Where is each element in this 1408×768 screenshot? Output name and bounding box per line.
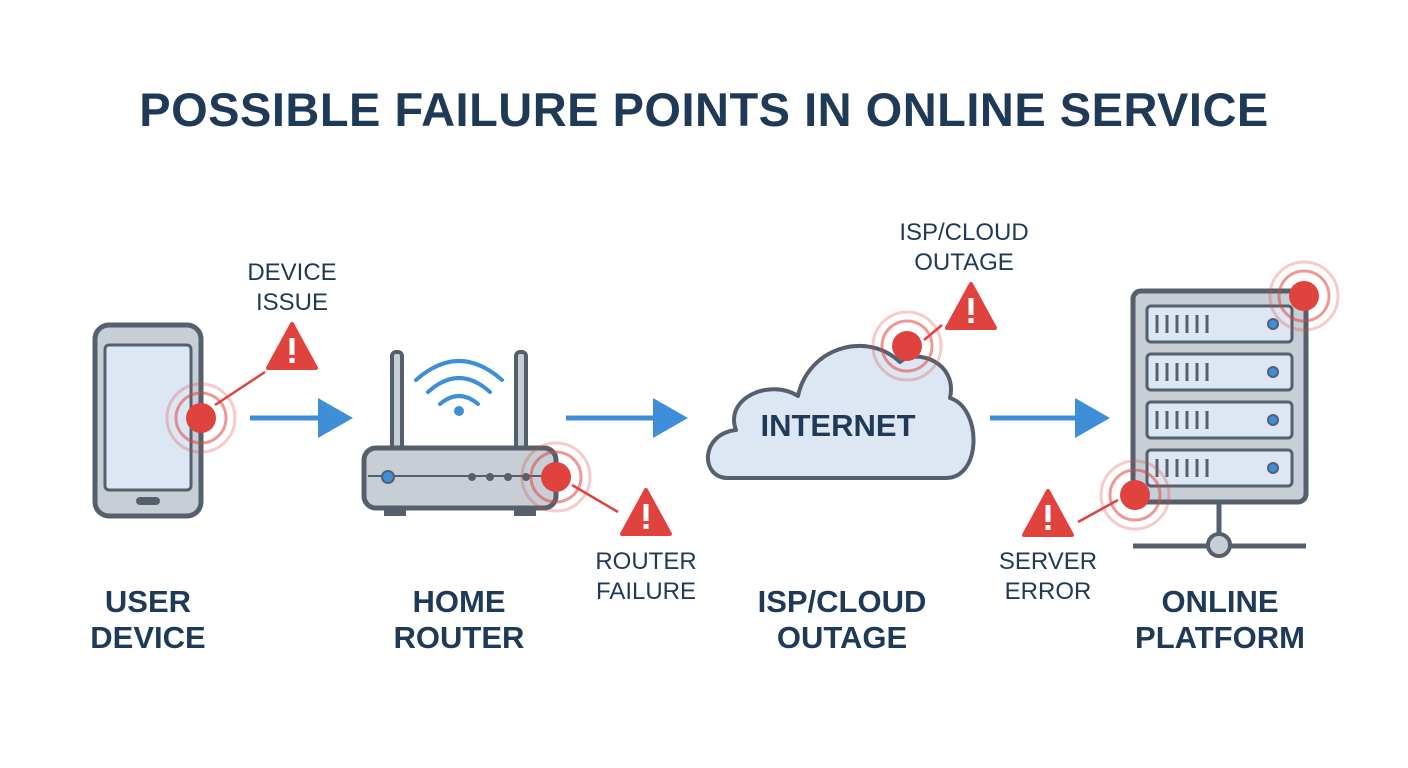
alert-label-router: ROUTER FAILURE	[546, 547, 746, 607]
alert-label-device: DEVICE ISSUE	[192, 258, 392, 318]
internet-cloud-icon	[705, 344, 976, 480]
caption-line: ISP/CLOUD	[757, 584, 927, 619]
caption-line: USER	[104, 584, 192, 619]
alert-line: ISP/CLOUD	[899, 219, 1029, 246]
caption-line: OUTAGE	[776, 620, 908, 655]
smartphone-icon	[92, 322, 204, 519]
alert-line: ROUTER	[595, 548, 697, 575]
alert-line: ERROR	[1004, 578, 1092, 605]
connector-line	[214, 370, 266, 407]
server-unit	[1145, 304, 1294, 344]
connector-line	[923, 324, 943, 341]
failure-hotspot-platform	[1268, 260, 1340, 332]
server-unit	[1145, 352, 1294, 392]
internet-label: INTERNET	[760, 408, 916, 443]
network-stand	[1133, 502, 1306, 558]
warning-icon	[945, 282, 997, 330]
warning-icon	[266, 322, 318, 370]
alert-line: FAILURE	[595, 578, 697, 605]
caption-line: DEVICE	[90, 620, 206, 655]
warning-icon	[1022, 489, 1074, 537]
wifi-icon	[414, 359, 504, 416]
failure-hotspot-server	[1099, 459, 1171, 531]
alert-label-server: SERVER ERROR	[948, 547, 1148, 607]
caption-line: ONLINE	[1161, 584, 1279, 619]
connector-line	[571, 483, 619, 514]
failure-hotspot-cloud	[871, 310, 943, 382]
caption-isp-cloud: ISP/CLOUD OUTAGE	[712, 584, 972, 656]
diagram-title: POSSIBLE FAILURE POINTS IN ONLINE SERVIC…	[139, 83, 1269, 136]
alert-line: OUTAGE	[914, 249, 1014, 276]
failure-hotspot-router	[520, 441, 592, 513]
router-icon	[361, 350, 559, 516]
failure-hotspot-device	[165, 382, 237, 454]
alert-line: DEVICE	[247, 259, 337, 286]
caption-user-device: USER DEVICE	[18, 584, 278, 656]
caption-line: HOME	[412, 584, 506, 619]
caption-home-router: HOME ROUTER	[329, 584, 589, 656]
server-unit	[1145, 448, 1294, 488]
caption-line: PLATFORM	[1135, 620, 1305, 655]
alert-label-cloud: ISP/CLOUD OUTAGE	[864, 218, 1064, 278]
warning-icon	[620, 488, 672, 536]
server-unit	[1145, 400, 1294, 440]
caption-line: ROUTER	[393, 620, 525, 655]
alert-line: SERVER	[998, 548, 1098, 575]
alert-line: ISSUE	[255, 289, 329, 316]
caption-online-platform: ONLINE PLATFORM	[1090, 584, 1350, 656]
server-rack-icon	[1130, 288, 1309, 558]
